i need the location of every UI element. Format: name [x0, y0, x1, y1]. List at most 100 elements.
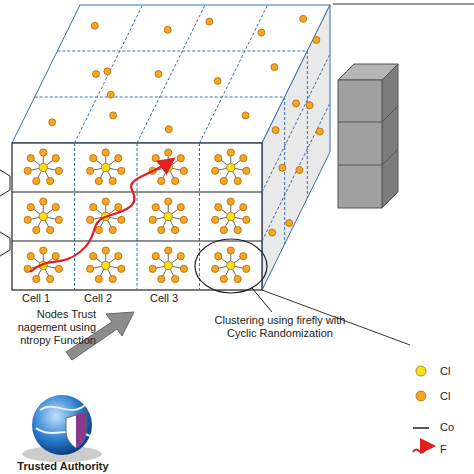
cluster-member — [33, 275, 40, 282]
cluster-head — [164, 261, 172, 269]
cluster-member — [118, 167, 125, 174]
sensor-node — [164, 26, 171, 33]
grid-line — [12, 240, 262, 241]
sensor-node — [271, 64, 278, 71]
cluster-member — [243, 265, 250, 272]
cluster-member — [115, 155, 122, 162]
text-label: Nodes Trust nagement using ntropy Functi… — [0, 308, 96, 347]
cluster-head — [227, 212, 235, 220]
legend-text: Co — [440, 421, 454, 434]
cluster-member — [165, 198, 172, 205]
text-label: Cell 1 — [22, 292, 72, 305]
cluster-head — [39, 212, 47, 220]
grid-line — [200, 5, 268, 143]
sensor-node — [104, 68, 111, 75]
cluster-member — [47, 177, 54, 184]
cluster-member — [180, 216, 187, 223]
legend-text: Cl — [440, 365, 450, 378]
cluster-member — [177, 253, 184, 260]
cluster-member — [95, 226, 102, 233]
sensor-node — [279, 164, 286, 171]
cluster-member — [149, 216, 156, 223]
cluster-member — [109, 177, 116, 184]
cluster-member — [177, 155, 184, 162]
cluster-head — [164, 212, 172, 220]
cluster-member — [90, 253, 97, 260]
sensor-nodes — [49, 15, 324, 236]
sensor-node — [306, 102, 313, 109]
cluster-head — [102, 261, 110, 269]
cluster-member — [180, 265, 187, 272]
sensor-node — [214, 77, 221, 84]
cluster-member — [95, 275, 102, 282]
cluster-member — [165, 149, 172, 156]
bracket — [0, 232, 10, 256]
cluster-head — [102, 163, 110, 171]
server-stack — [338, 64, 398, 208]
cube-side-face — [262, 5, 330, 290]
cluster-member — [240, 155, 247, 162]
cluster-member — [87, 265, 94, 272]
cluster-member — [27, 155, 34, 162]
legend-arrow-sample — [413, 446, 432, 453]
grid-line — [74, 143, 75, 290]
cluster-member — [158, 177, 165, 184]
cluster-member — [24, 216, 31, 223]
cluster-member — [172, 226, 179, 233]
grid-line — [75, 5, 143, 143]
cluster-member — [240, 253, 247, 260]
sensor-node — [300, 15, 307, 22]
cluster-member — [109, 275, 116, 282]
cluster-member — [102, 198, 109, 205]
cluster-member — [118, 265, 125, 272]
cluster-member — [234, 226, 241, 233]
sensor-node — [293, 100, 300, 107]
cluster-member — [55, 265, 62, 272]
cluster-member — [40, 149, 47, 156]
cluster-head — [39, 163, 47, 171]
legend-text: Cl — [440, 390, 450, 403]
legend-line-sample — [413, 427, 429, 429]
text-label: Trusted Authority — [8, 460, 118, 473]
routing-arrow — [30, 160, 172, 272]
cluster-groups — [24, 149, 250, 283]
cluster-member — [220, 177, 227, 184]
cluster-member — [177, 204, 184, 211]
cluster-member — [158, 226, 165, 233]
grid-line — [262, 103, 330, 241]
zoom-line — [333, 4, 474, 5]
text-label: Cell 2 — [84, 292, 134, 305]
bracket — [0, 170, 10, 196]
sensor-node — [165, 126, 172, 133]
cluster-member — [115, 204, 122, 211]
cluster-ellipse — [195, 239, 267, 293]
cluster-member — [27, 253, 34, 260]
cluster-member — [90, 204, 97, 211]
cluster-member — [165, 247, 172, 254]
cluster-member — [172, 275, 179, 282]
sensor-node — [155, 71, 162, 78]
sensor-node — [49, 119, 56, 126]
cluster-member — [87, 167, 94, 174]
cluster-member — [227, 198, 234, 205]
cluster-member — [149, 265, 156, 272]
cluster-member — [27, 204, 34, 211]
cluster-member — [240, 204, 247, 211]
cluster-member — [212, 265, 219, 272]
cluster-member — [234, 177, 241, 184]
text-label: Cell 3 — [150, 292, 200, 305]
cluster-member — [90, 155, 97, 162]
cluster-member — [215, 204, 222, 211]
cluster-member — [227, 149, 234, 156]
sensor-node — [107, 91, 114, 98]
grid-line — [137, 143, 138, 290]
cluster-member — [55, 216, 62, 223]
cluster-member — [47, 275, 54, 282]
cluster-member — [52, 253, 59, 260]
cluster-member — [102, 247, 109, 254]
cluster-member — [152, 155, 159, 162]
cluster-member — [33, 177, 40, 184]
cluster-member — [152, 204, 159, 211]
